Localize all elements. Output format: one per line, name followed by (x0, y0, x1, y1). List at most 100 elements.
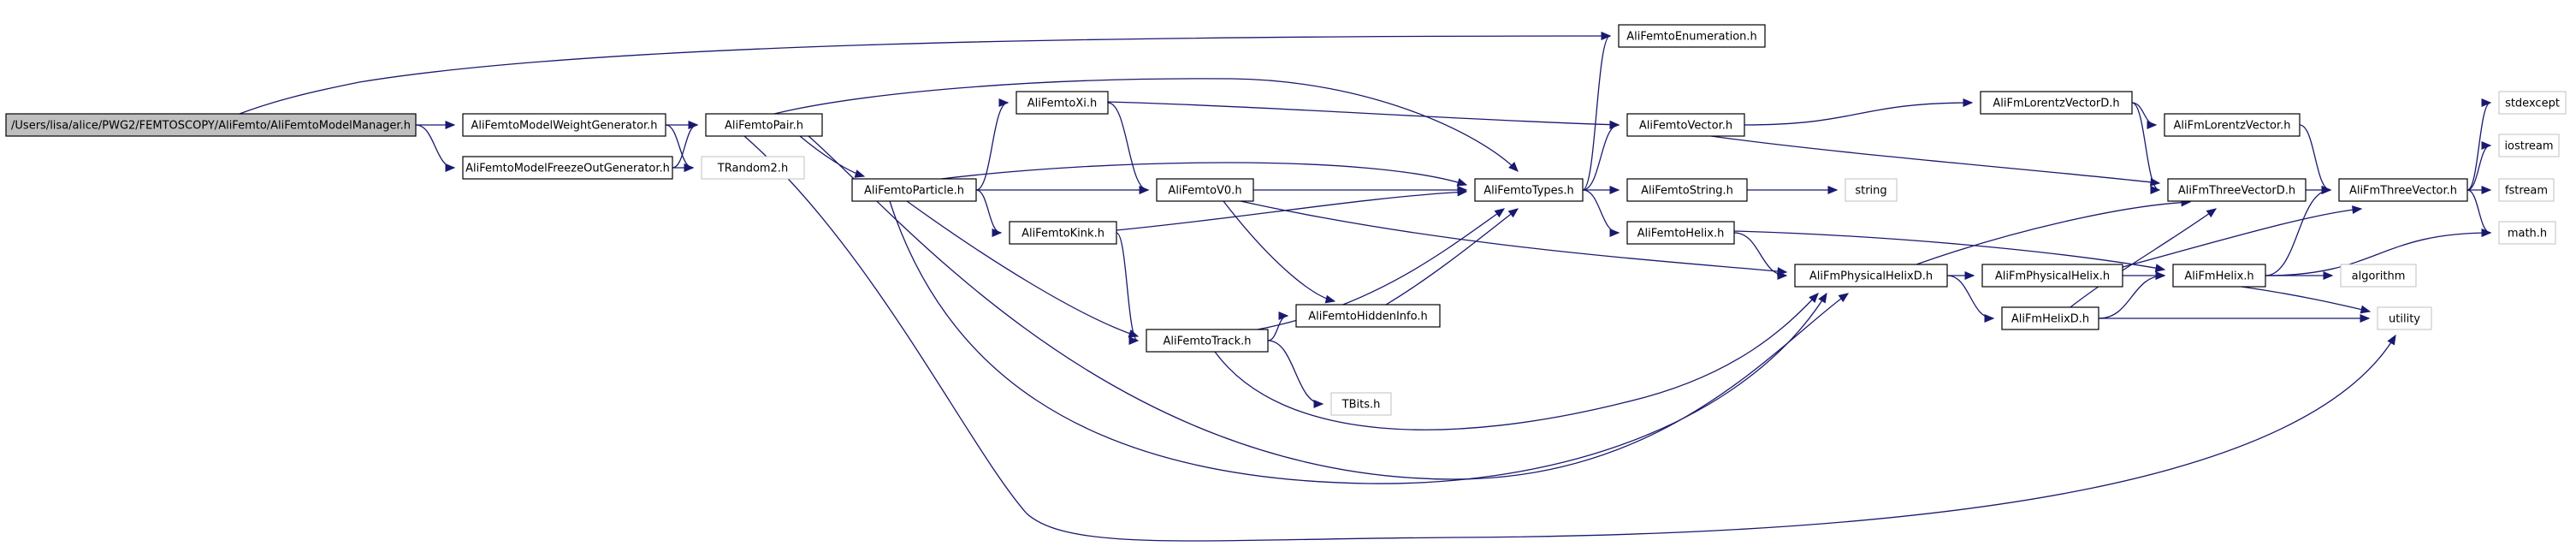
edge-arrowhead (1507, 208, 1519, 218)
node-helix[interactable]: AliFemtoHelix.h (1626, 221, 1735, 245)
node-label: TRandom2.h (717, 163, 788, 175)
edge-track-to-hiddeninfo (1267, 312, 1289, 341)
node-label: /Users/lisa/alice/PWG2/FEMTOSCOPY/AliFem… (11, 120, 411, 133)
node-label: AliFemtoModelWeightGenerator.h (471, 120, 657, 133)
node-lorentzd[interactable]: AliFmLorentzVectorD.h (1980, 91, 2133, 115)
edges-layer (239, 32, 2492, 542)
edge-pair-to-particle (799, 135, 866, 178)
node-box (701, 156, 805, 180)
node-box (2377, 306, 2432, 330)
edge-line (1107, 102, 1149, 191)
edge-manager-to-enumeration (239, 32, 1612, 115)
node-v0[interactable]: AliFemtoV0.h (1156, 178, 1254, 202)
node-label: AliFmThreeVector.h (2349, 185, 2457, 198)
node-label: AliFemtoModelFreezeOutGenerator.h (465, 163, 670, 175)
edge-line (1710, 135, 2160, 184)
node-three[interactable]: AliFmThreeVector.h (2338, 178, 2468, 202)
node-trandom2: TRandom2.h (701, 156, 805, 180)
edge-line (799, 135, 865, 177)
node-lorentz[interactable]: AliFmLorentzVector.h (2164, 113, 2301, 137)
node-pair[interactable]: AliFemtoPair.h (705, 113, 823, 137)
node-threed[interactable]: AliFmThreeVectorD.h (2167, 178, 2307, 202)
edge-line (1107, 101, 1620, 126)
node-label: stdexcept (2505, 98, 2560, 110)
node-box (1794, 264, 1948, 288)
node-label: AliFmPhysicalHelixD.h (1809, 270, 1933, 283)
node-physhelixd[interactable]: AliFmPhysicalHelixD.h (1794, 264, 1948, 288)
node-vector[interactable]: AliFemtoVector.h (1626, 113, 1745, 137)
node-label: TBits.h (1341, 399, 1381, 412)
edge-track-to-tbits (1267, 340, 1324, 408)
edge-arrowhead (2154, 264, 2166, 273)
edge-particle-to-xi (975, 98, 1010, 191)
edge-particle-to-kink (975, 189, 1003, 237)
edge-manager-to-freezeout (415, 124, 456, 172)
edge-arrowhead (1818, 292, 1827, 304)
node-string-h[interactable]: AliFemtoString.h (1626, 178, 1748, 202)
node-xi[interactable]: AliFemtoXi.h (1016, 91, 1109, 115)
node-box (1330, 392, 1392, 416)
edge-arrowhead (2155, 271, 2166, 280)
node-box (1980, 91, 2133, 115)
nodes-layer: /Users/lisa/alice/PWG2/FEMTOSCOPY/AliFem… (5, 24, 2567, 416)
node-box (1981, 264, 2123, 288)
node-physhelix[interactable]: AliFmPhysicalHelix.h (1981, 264, 2123, 288)
node-weightgen[interactable]: AliFemtoModelWeightGenerator.h (462, 113, 666, 137)
edge-arrowhead (1324, 294, 1336, 304)
node-box (462, 113, 666, 137)
edge-line (1582, 189, 1620, 234)
edge-pair-to-physhelixd (808, 135, 1850, 480)
node-iostream: iostream (2498, 134, 2560, 157)
node-label: AliFemtoHiddenInfo.h (1308, 311, 1427, 323)
edge-vector-to-threed (1710, 135, 2161, 187)
edge-physhelixd-to-physhelix (1947, 271, 1975, 280)
node-hiddeninfo[interactable]: AliFemtoHiddenInfo.h (1295, 304, 1441, 328)
edge-arrowhead (2360, 305, 2372, 314)
node-label: AliFmPhysicalHelix.h (1995, 270, 2110, 283)
edge-pair-to-types (773, 78, 1519, 172)
node-particle[interactable]: AliFemtoParticle.h (851, 178, 977, 202)
edge-arrowhead (1777, 271, 1788, 280)
node-label: AliFmThreeVectorD.h (2178, 185, 2295, 198)
edge-arrowhead (688, 121, 699, 129)
edge-physhelixd-to-helixd (1946, 275, 1995, 323)
node-fmhelix[interactable]: AliFmHelix.h (2172, 264, 2266, 288)
edge-arrowhead (1964, 271, 1975, 280)
edge-line (1240, 200, 1787, 273)
edge-arrowhead (1809, 293, 1819, 304)
node-track[interactable]: AliFemtoTrack.h (1146, 329, 1269, 353)
node-label: AliFemtoVector.h (1639, 120, 1732, 133)
node-box (705, 113, 823, 137)
node-label: AliFemtoV0.h (1168, 185, 1241, 198)
node-label: string (1855, 185, 1886, 198)
node-helixd[interactable]: AliFmHelixD.h (2001, 306, 2099, 330)
node-label: AliFemtoHelix.h (1637, 228, 1725, 240)
node-box (1626, 221, 1735, 245)
node-box (2172, 264, 2266, 288)
edge-line (2265, 232, 2491, 276)
node-box (1626, 113, 1745, 137)
node-freezeout[interactable]: AliFemtoModelFreezeOutGenerator.h (462, 156, 673, 180)
edge-arrowhead (2206, 208, 2218, 218)
edge-line (2466, 189, 2491, 234)
edge-line (239, 35, 1611, 115)
node-kink[interactable]: AliFemtoKink.h (1009, 221, 1117, 245)
edge-arrowhead (2352, 205, 2363, 214)
node-stdexcept: stdexcept (2498, 91, 2567, 115)
edge-line (1267, 315, 1288, 341)
node-label: AliFemtoTrack.h (1164, 335, 1252, 348)
edge-arrowhead (445, 163, 456, 172)
edge-arrowhead (1128, 336, 1140, 345)
node-enumeration[interactable]: AliFemtoEnumeration.h (1618, 24, 1766, 48)
edge-line (808, 135, 1849, 480)
edge-kink-to-types (1116, 187, 1468, 231)
edge-pair-to-utility (743, 135, 2396, 542)
node-label: AliFemtoEnumeration.h (1626, 31, 1757, 44)
node-label: AliFmHelix.h (2184, 270, 2253, 283)
node-types[interactable]: AliFemtoTypes.h (1474, 178, 1584, 202)
node-algorithm: algorithm (2340, 264, 2417, 288)
edge-line (906, 200, 1139, 337)
edge-line (1116, 191, 1467, 231)
edge-arrowhead (1508, 162, 1519, 172)
